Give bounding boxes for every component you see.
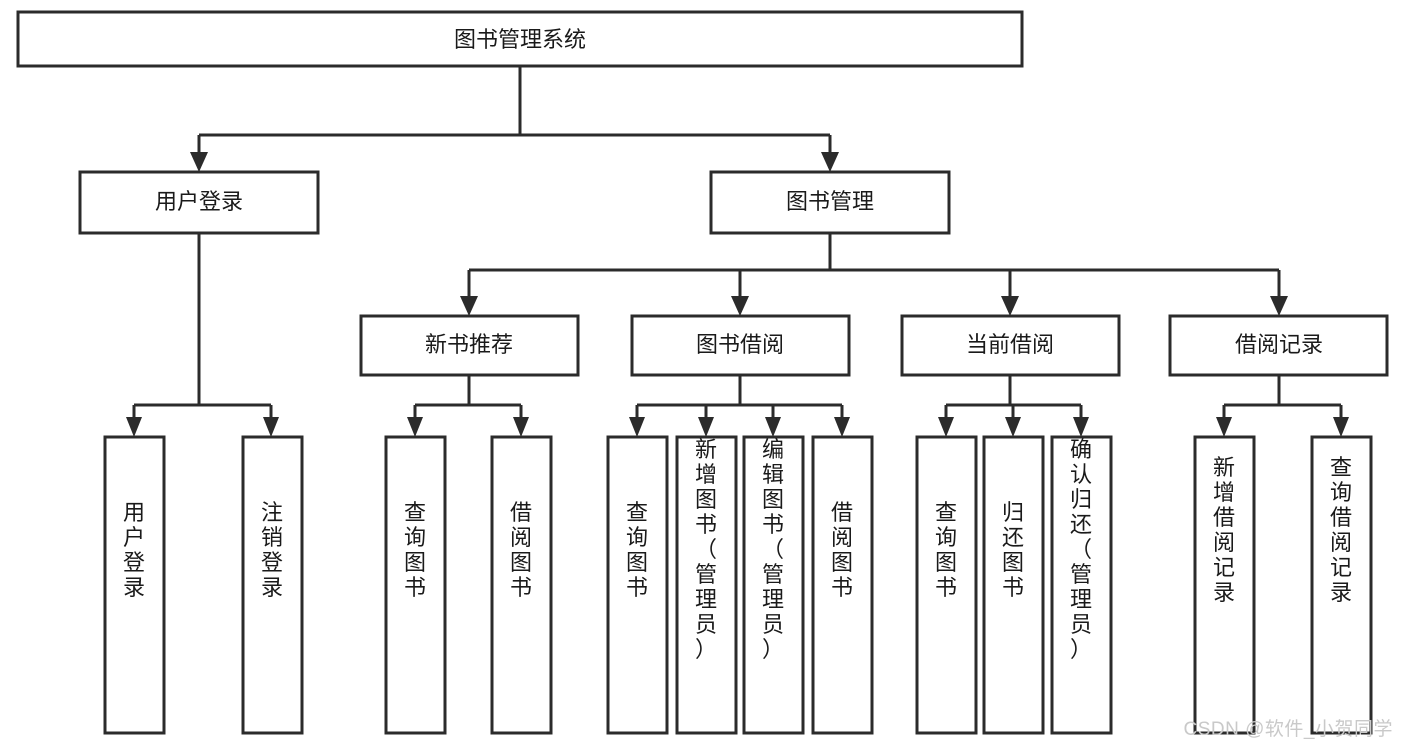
arrowhead-leaf-user-login — [126, 417, 142, 437]
arrowhead-leaf-query-record — [1333, 417, 1349, 437]
node-leaf-query-book-1-label: 查询图书 — [404, 500, 426, 600]
node-leaf-edit-book[interactable]: 编辑图书（管理员） — [742, 435, 805, 735]
arrowhead-leaf-edit-book — [765, 417, 781, 437]
arrowhead-leaf-query-book-3 — [938, 417, 954, 437]
node-leaf-query-record[interactable]: 查询借阅记录 — [1310, 435, 1373, 735]
node-leaf-edit-book-label: 编辑图书（管理员） — [762, 437, 784, 662]
arrowhead-leaf-borrow-book-2 — [834, 417, 850, 437]
node-leaf-query-book-3-box[interactable] — [915, 435, 978, 735]
node-leaf-query-book-2-label: 查询图书 — [626, 500, 648, 600]
node-leaf-borrow-book-2-box[interactable] — [811, 435, 874, 735]
node-leaf-user-login-box[interactable] — [103, 435, 166, 735]
node-leaf-add-book-label: 新增图书（管理员） — [695, 437, 717, 662]
node-leaf-logout-login-box[interactable] — [241, 435, 304, 735]
node-current-borrow-box[interactable] — [900, 314, 1121, 377]
node-book-manage-label: 图书管理 — [786, 189, 874, 214]
node-book-borrow[interactable]: 图书借阅 — [630, 314, 851, 377]
node-leaf-add-record-box[interactable] — [1193, 435, 1256, 735]
node-leaf-add-record[interactable]: 新增借阅记录 — [1193, 435, 1256, 735]
node-root-label: 图书管理系统 — [454, 27, 586, 52]
node-user-login-label: 用户登录 — [155, 189, 243, 214]
arrowhead-book-borrow — [731, 296, 749, 316]
node-leaf-return-book-label: 归还图书 — [1002, 500, 1024, 600]
node-leaf-add-book[interactable]: 新增图书（管理员） — [675, 435, 738, 735]
node-user-login[interactable]: 用户登录 — [78, 170, 320, 235]
arrowhead-leaf-query-book-1 — [407, 417, 423, 437]
node-root-box[interactable] — [16, 10, 1024, 68]
node-leaf-add-book-box[interactable] — [675, 435, 738, 735]
node-leaf-query-book-1[interactable]: 查询图书 — [384, 435, 447, 735]
arrowhead-leaf-query-book-2 — [629, 417, 645, 437]
node-leaf-borrow-book-2[interactable]: 借阅图书 — [811, 435, 874, 735]
node-leaf-borrow-book-1[interactable]: 借阅图书 — [490, 435, 553, 735]
node-new-book-rec-label: 新书推荐 — [425, 332, 513, 357]
node-leaf-confirm-return-label: 确认归还（管理员） — [1070, 437, 1092, 662]
arrowhead-book-manage — [821, 152, 839, 172]
connector-layer — [126, 66, 1349, 437]
node-book-borrow-box[interactable] — [630, 314, 851, 377]
node-new-book-rec-box[interactable] — [359, 314, 580, 377]
arrowhead-user-login — [190, 152, 208, 172]
node-leaf-query-book-3[interactable]: 查询图书 — [915, 435, 978, 735]
node-leaf-confirm-return[interactable]: 确认归还（管理员） — [1050, 435, 1113, 735]
arrowhead-leaf-confirm-return — [1073, 417, 1089, 437]
arrowhead-leaf-add-record — [1216, 417, 1232, 437]
arrowhead-leaf-add-book — [698, 417, 714, 437]
node-leaf-borrow-book-1-box[interactable] — [490, 435, 553, 735]
node-current-borrow[interactable]: 当前借阅 — [900, 314, 1121, 377]
node-book-manage-box[interactable] — [709, 170, 951, 235]
node-leaf-borrow-book-2-label: 借阅图书 — [831, 500, 853, 600]
node-current-borrow-label: 当前借阅 — [966, 332, 1054, 357]
csdn-watermark: CSDN @软件_小贺同学 — [1183, 719, 1393, 740]
arrowhead-new-book-rec — [460, 296, 478, 316]
node-leaf-user-login-label: 用户登录 — [123, 500, 145, 600]
node-leaf-logout-login[interactable]: 注销登录 — [241, 435, 304, 735]
node-borrow-record[interactable]: 借阅记录 — [1168, 314, 1389, 377]
node-leaf-borrow-book-1-label: 借阅图书 — [510, 500, 532, 600]
node-user-login-box[interactable] — [78, 170, 320, 235]
node-root[interactable]: 图书管理系统 — [16, 10, 1024, 68]
node-leaf-query-book-1-box[interactable] — [384, 435, 447, 735]
node-leaf-edit-book-box[interactable] — [742, 435, 805, 735]
node-new-book-rec[interactable]: 新书推荐 — [359, 314, 580, 377]
arrowhead-borrow-record — [1270, 296, 1288, 316]
node-leaf-query-book-3-label: 查询图书 — [935, 500, 957, 600]
arrowhead-leaf-borrow-book-1 — [513, 417, 529, 437]
node-leaf-query-book-2-box[interactable] — [606, 435, 669, 735]
arrowhead-leaf-logout-login — [263, 417, 279, 437]
node-borrow-record-label: 借阅记录 — [1235, 332, 1323, 357]
node-leaf-user-login[interactable]: 用户登录 — [103, 435, 166, 735]
node-borrow-record-box[interactable] — [1168, 314, 1389, 377]
node-leaf-return-book-box[interactable] — [982, 435, 1045, 735]
node-leaf-query-record-box[interactable] — [1310, 435, 1373, 735]
node-book-manage[interactable]: 图书管理 — [709, 170, 951, 235]
node-leaf-return-book[interactable]: 归还图书 — [982, 435, 1045, 735]
node-leaf-query-book-2[interactable]: 查询图书 — [606, 435, 669, 735]
node-leaf-query-record-label: 查询借阅记录 — [1330, 455, 1352, 605]
arrowhead-leaf-return-book — [1005, 417, 1021, 437]
node-leaf-confirm-return-box[interactable] — [1050, 435, 1113, 735]
node-leaf-add-record-label: 新增借阅记录 — [1213, 455, 1235, 605]
arrowhead-current-borrow — [1001, 296, 1019, 316]
node-leaf-logout-login-label: 注销登录 — [261, 500, 283, 600]
node-book-borrow-label: 图书借阅 — [696, 332, 784, 357]
